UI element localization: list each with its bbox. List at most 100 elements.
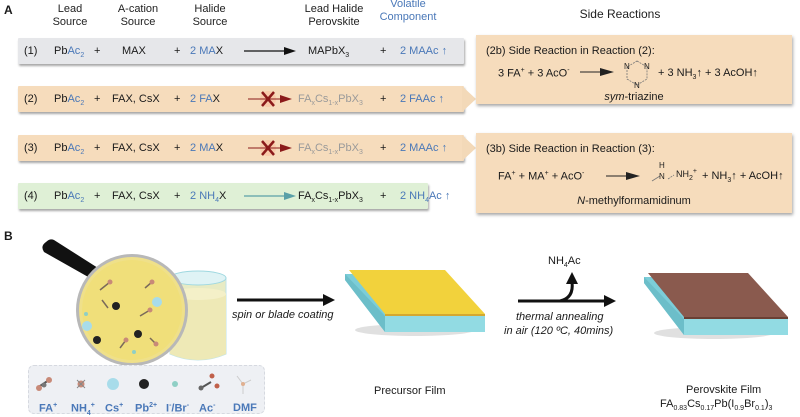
- eq-sup: +: [520, 67, 525, 74]
- caption-italic: sym: [604, 91, 625, 103]
- legend-icons: [36, 373, 252, 394]
- side-2b-title: (2b) Side Reaction in Reaction (2):: [486, 45, 655, 57]
- eq-sup: +: [511, 170, 516, 177]
- acetate-text: Ac: [67, 142, 81, 154]
- header-line: Volatile: [390, 0, 426, 10]
- chevron-arrow-2: [462, 86, 476, 112]
- lead-sub: 2: [80, 149, 85, 157]
- volatile-text: Ac: [428, 190, 442, 202]
- formula-part: Pb(I: [714, 398, 735, 410]
- header-side-reactions: Side Reactions: [579, 7, 661, 21]
- magnifier-handle-icon: [42, 239, 98, 278]
- gas-up-arrow-icon: ↑: [441, 142, 448, 154]
- reaction-row: (2) PbAc2 + FAX, CsX + 2 FAX FAxCs1-xPbX…: [18, 86, 464, 112]
- lead-text: Pb: [54, 93, 68, 105]
- perovskite-film-label: Perovskite Film: [686, 384, 762, 396]
- eq-term: + AcOH: [739, 170, 779, 182]
- coating-step-label: spin or blade coating: [232, 309, 334, 321]
- species-legend: FA+NH4+Cs+Pb2+I-/Br-Ac-DMF: [28, 365, 265, 417]
- eq-term: + NH: [702, 170, 728, 182]
- plus-sign: +: [380, 190, 387, 202]
- released-gas-label: NH4Ac: [548, 255, 581, 269]
- triazine-structure-icon: N N N: [624, 60, 650, 89]
- plus-sign: +: [380, 93, 387, 105]
- halide-x: X: [212, 93, 220, 105]
- header-line: A-cation: [117, 3, 159, 15]
- header-line: Source: [192, 16, 228, 28]
- side-2b-products: + 3 NH3↑ + 3 AcOH↑: [658, 67, 758, 81]
- product-sub: 1-x: [328, 197, 339, 205]
- product-sub: 3: [358, 149, 363, 157]
- plus-sign: +: [94, 142, 101, 154]
- fa-molecule-icon: [36, 377, 52, 391]
- svg-text:N: N: [644, 62, 650, 71]
- lead-text: Pb: [54, 45, 68, 57]
- gas-up-arrow-icon: ↑: [441, 45, 448, 57]
- reaction-arrow-icon: [580, 68, 614, 76]
- header-a-cation-source: A-cation Source: [112, 3, 164, 29]
- cation-source: MAX: [122, 45, 146, 57]
- eq-term: + AcO: [548, 170, 583, 183]
- gas-up-arrow-icon: ↑: [752, 67, 758, 79]
- legend-sup: +: [90, 402, 95, 409]
- cation-source: FAX, CsX: [112, 190, 160, 202]
- eq-sub: 3: [727, 177, 732, 185]
- acetate-text: Ac: [67, 93, 81, 105]
- annealing-arrow-icon: [518, 272, 616, 307]
- lead-source: PbAc2: [54, 45, 84, 59]
- eq-term: NH: [676, 169, 689, 179]
- volatile-component: 2 FAAc ↑: [400, 93, 444, 105]
- volatile-text: 2 MAAc: [400, 45, 439, 57]
- eq-term: + 3 AcOH: [705, 67, 753, 79]
- product-sub: 1-x: [328, 100, 339, 108]
- acetate-molecule-icon: [198, 373, 220, 391]
- header-lead-source: Lead Source: [48, 3, 92, 29]
- halide-coeff: 2: [190, 45, 200, 57]
- coating-arrow-icon: [237, 294, 335, 306]
- eq-sup: +: [692, 168, 697, 175]
- halide-source: 2 FAX: [190, 93, 220, 105]
- eq-sup: -: [567, 67, 570, 74]
- gas-up-arrow-icon: ↑: [731, 170, 737, 182]
- side-reaction-2b: (2b) Side Reaction in Reaction (2): 3 FA…: [476, 35, 792, 104]
- legend-text: Cs: [105, 402, 120, 415]
- halide-cation: MA: [199, 45, 216, 57]
- gas-up-arrow-icon: ↑: [696, 67, 702, 79]
- halide-coeff: 2: [190, 190, 200, 202]
- eq-sup: -: [582, 170, 585, 177]
- reaction-arrow-icon: [606, 172, 640, 180]
- reaction-number: (4): [24, 190, 38, 202]
- reaction-number: (1): [24, 45, 38, 57]
- eq-term: + MA: [515, 170, 545, 183]
- product-text: MAPbX: [308, 45, 346, 57]
- gas-sub: 4: [563, 262, 568, 270]
- product-text: Cs: [314, 190, 329, 202]
- plus-sign: +: [94, 190, 101, 202]
- product-text: PbX: [338, 93, 359, 105]
- halide-source: 2 MAX: [190, 45, 223, 57]
- reaction-number: (2): [24, 93, 38, 105]
- formula-part: Cs: [687, 398, 701, 410]
- lead-text: Pb: [54, 190, 68, 202]
- product-sub: x: [311, 197, 315, 205]
- acetate-text: Ac: [67, 190, 81, 202]
- reaction-arrow-icon: [244, 47, 296, 55]
- eq-sup: +: [544, 170, 549, 177]
- caption-italic: N: [577, 195, 586, 207]
- formula-part: Br: [744, 398, 756, 410]
- atom-h: H: [659, 161, 665, 170]
- legend-item-lead-ion: Pb2+: [135, 402, 157, 415]
- volatile-component: 2 NH4Ac ↑: [400, 190, 450, 204]
- caption-text: -triazine: [624, 91, 664, 103]
- formula-part: FA: [660, 398, 674, 410]
- eq-term: 3 FA: [498, 67, 521, 80]
- eq-sub: 2: [689, 174, 693, 182]
- atom-n: N: [659, 172, 665, 181]
- product-sub: x: [311, 100, 315, 108]
- svg-text:N: N: [634, 81, 640, 89]
- halide-cation: FA: [199, 93, 213, 105]
- eq-term: + 3 AcO: [524, 67, 568, 80]
- perovskite-product: FAxCs1-xPbX3: [298, 142, 363, 156]
- plus-sign: +: [174, 93, 181, 105]
- header-line: Source: [120, 16, 156, 28]
